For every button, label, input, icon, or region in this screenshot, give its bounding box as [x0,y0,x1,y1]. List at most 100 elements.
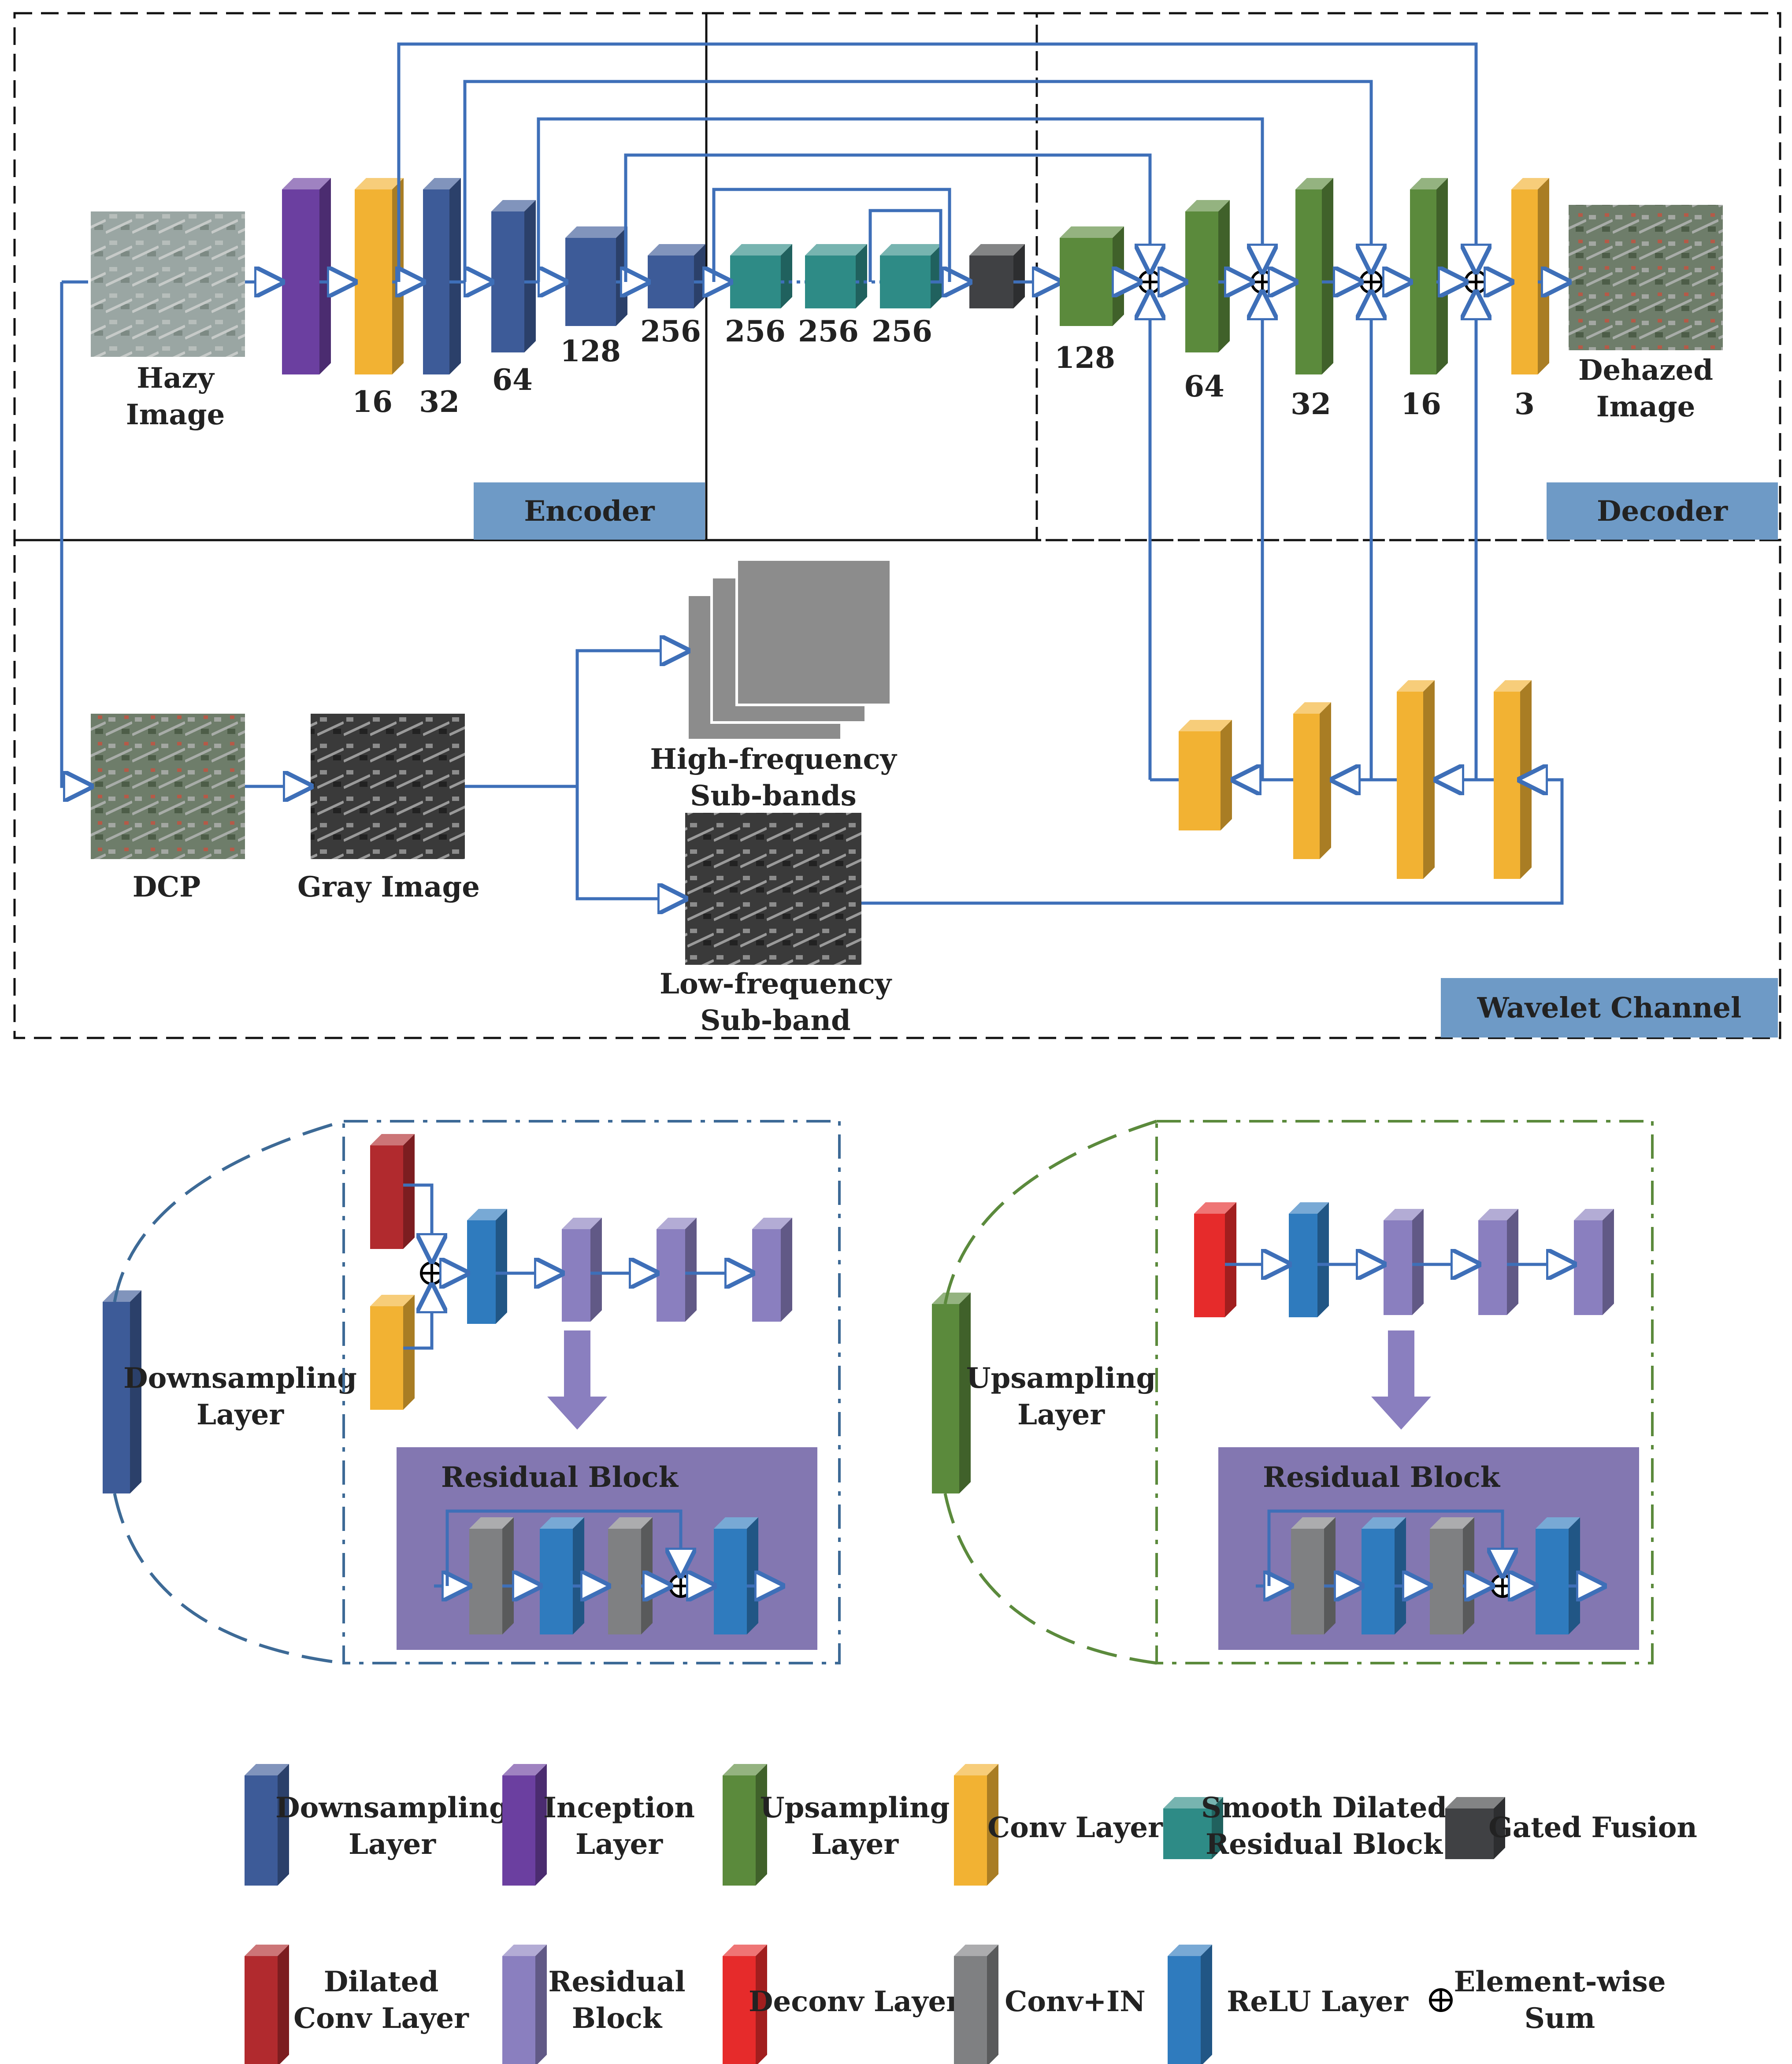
conv-in-1-up [1291,1517,1336,1634]
encoder-channel-256: 256 [640,314,701,348]
residual-block-up-3 [1574,1209,1614,1315]
downsampling-layer-detail [103,1290,141,1493]
encoder-label-bg [474,482,705,540]
downsampling-detail-frame [342,1120,841,1664]
residual-block-detail-1 [562,1218,602,1322]
upsampling-layer-16 [1410,178,1448,374]
smooth-dilated-residual-block-1 [730,244,792,308]
dehazed-image [1569,205,1723,350]
smooth-dilated-residual-block-2 [805,244,867,308]
conv-in-1-down [469,1517,514,1634]
relu-detail-1 [467,1209,507,1324]
encoder-channel-64: 64 [492,363,533,397]
legend-convin-label: Conv+IN [1005,1985,1145,2018]
legend-downsampling-swatch [245,1764,289,1886]
relu-2-down [540,1517,584,1634]
decoder-channel-32: 32 [1291,387,1331,421]
high-frequency-sub-bands-image [686,558,892,741]
decoder-sum-icon-1 [1138,270,1162,294]
dcp-image-label: DCP [133,871,201,904]
gray-image [311,714,465,859]
decoder-label-bg [1547,482,1778,540]
arrow-hazy-to-dcp [60,282,91,786]
legend-relu-label: ReLU Layer [1227,1985,1409,2018]
smooth-dilated-residual-block-3 [880,244,942,308]
residual-block-title-down: Residual Block [441,1461,679,1494]
conv-in-3-up [1430,1517,1474,1634]
gray-image-label: Gray Image [297,871,480,904]
relu-detail-up [1289,1202,1329,1317]
hazy-image [91,211,245,357]
downsampling-layer-256 [648,244,705,308]
skip-connection-32 [463,80,1371,282]
upsampling-curve-top [943,1119,1158,1304]
encoder-channel-128: 128 [560,334,621,368]
upsampling-curve-bottom [943,1493,1157,1665]
encoder-label: Encoder [524,495,655,528]
relu-4-up [1536,1517,1580,1634]
residual-skip-up [1267,1509,1503,1586]
conv-detail [370,1295,415,1410]
dilated-conv-detail [370,1134,415,1249]
decoder-channel-64: 64 [1184,369,1224,404]
wavelet-conv-1 [1179,720,1232,830]
deconv-detail [1194,1202,1236,1317]
decoder-sum-icon-3 [1359,270,1383,294]
conv-layer-16 [355,178,404,374]
gated-fusion [969,244,1025,308]
downsampling-curve-bottom [113,1493,344,1665]
legend-residual-swatch [502,1945,547,2064]
sdrb-channel-1: 256 [725,314,786,348]
decoder-channel-128: 128 [1054,341,1115,375]
decoder-label: Decoder [1597,495,1728,528]
arrow-to-high-frequency [575,651,687,786]
legend-dilated-swatch [245,1945,289,2064]
legend-conv-label: Conv Layer [987,1811,1163,1844]
residual-block-detail-3 [752,1218,792,1322]
legend-convin-swatch [954,1945,998,2064]
relu-4-down [714,1517,758,1634]
dcp-image [91,714,245,859]
upsampling-layer-128 [1060,226,1124,326]
upsampling-detail-frame [1155,1120,1654,1664]
downsampling-layer-128 [565,226,627,326]
legend-gated-swatch [1445,1797,1505,1859]
encoder-channel-16: 16 [352,385,393,419]
legend-upsampling-swatch [723,1764,767,1886]
residual-block-up-1 [1384,1209,1424,1315]
downsampling-layer-32 [423,178,461,374]
residual-sum-icon-down [669,1574,693,1598]
loop-sdrb-inner [868,209,942,282]
residual-skip-down [445,1509,681,1586]
sdrb-channel-3: 256 [872,314,932,348]
downsampling-layer-64 [491,200,536,352]
downsampling-curve-top [113,1119,344,1302]
decoder-sum-icon-4 [1464,270,1488,294]
skip-connection-128 [624,153,1150,282]
residual-sum-icon-up [1491,1574,1514,1598]
skip-connection-16 [397,42,1476,282]
conv-layer-3 [1511,178,1549,374]
downsampling-sum-icon [420,1261,444,1285]
decoder-sum-icon-2 [1250,270,1274,294]
decoder-channel-3: 3 [1514,387,1535,421]
legend-element-wise-sum-icon [1429,1988,1453,2012]
legend-deconv-swatch [723,1945,767,2064]
sdrb-channel-2: 256 [798,314,859,348]
wavelet-conv-3 [1397,680,1435,879]
residual-block-title-up: Residual Block [1263,1461,1501,1494]
arrow-to-low-frequency [575,786,685,899]
relu-2-up [1362,1517,1406,1634]
